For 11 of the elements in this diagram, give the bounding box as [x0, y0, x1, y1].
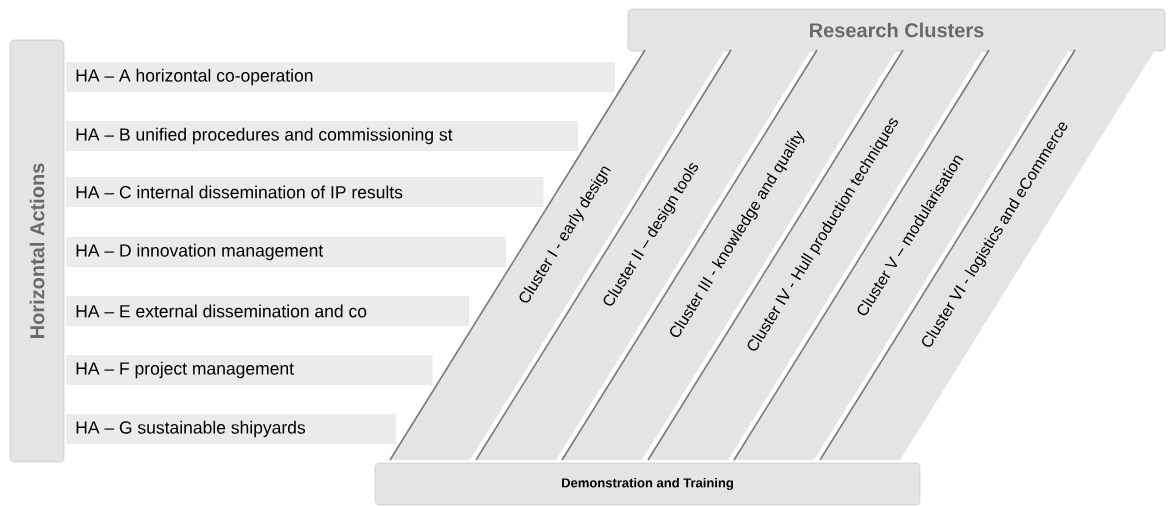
action-row: HA – F project management	[66, 355, 433, 385]
footer-box: Demonstration and Training	[374, 462, 921, 506]
action-row: HA – C internal dissemination of IP results	[66, 177, 544, 207]
action-row: HA – G sustainable shipyards	[66, 414, 396, 444]
header-box: Research Clusters	[627, 8, 1166, 52]
node-label: Research Clusters	[810, 22, 984, 38]
action-row: HA – D innovation management	[66, 237, 506, 267]
side-panel: Horizontal Actions	[9, 39, 65, 463]
action-row: HA – B unified procedures and commissioning st	[66, 121, 579, 151]
action-row: HA – A horizontal co-operation	[66, 62, 615, 92]
action-row: HA – E external dissemination and co	[66, 296, 470, 326]
